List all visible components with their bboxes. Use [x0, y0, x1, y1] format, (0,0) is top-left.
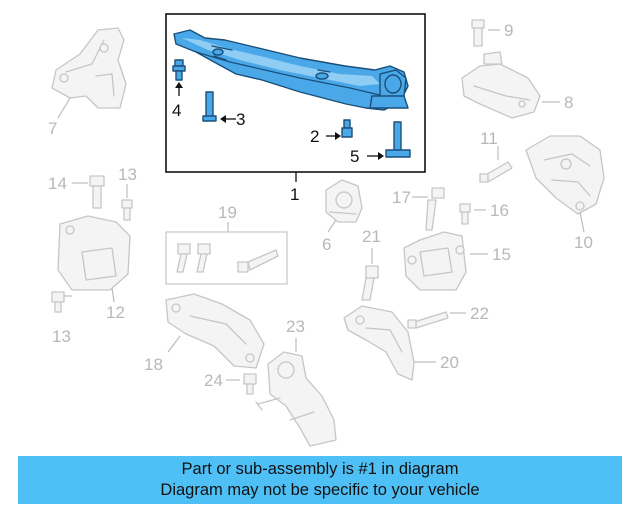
callout-18: 18: [144, 355, 163, 374]
callout-19: 19: [218, 203, 237, 222]
callout-21: 21: [362, 227, 381, 246]
callout-9: 9: [504, 21, 513, 40]
callout-leader-7: [57, 97, 71, 119]
bolt-set-part-19[interactable]: [176, 243, 279, 273]
callout-6: 6: [322, 235, 331, 254]
mount-part-23[interactable]: [255, 351, 337, 447]
callout-8: 8: [564, 93, 573, 112]
callout-arrow-3: [220, 115, 226, 123]
bolt-part-3[interactable]: [202, 91, 217, 122]
callout-12: 12: [106, 303, 125, 322]
callout-13-upper: 13: [118, 165, 137, 184]
callout-arrow-4: [175, 82, 183, 88]
mount-part-12[interactable]: [57, 215, 131, 291]
callout-23: 23: [286, 317, 305, 336]
bracket-part-7[interactable]: [51, 27, 127, 109]
bolt-part-16[interactable]: [459, 203, 471, 225]
bolt-part-13-lower[interactable]: [51, 291, 65, 313]
callout-leader-10: [579, 211, 585, 233]
group-frame-19: [165, 231, 288, 285]
callout-1: 1: [290, 185, 299, 204]
callout-arrow-2: [335, 132, 341, 140]
callout-5: 5: [350, 147, 359, 166]
bolt-part-11[interactable]: [479, 161, 513, 183]
footer-banner: Part or sub-assembly is #1 in diagram Di…: [18, 456, 622, 504]
footer-line-1: Part or sub-assembly is #1 in diagram: [181, 460, 459, 478]
bracket-part-18[interactable]: [165, 293, 265, 369]
callout-16: 16: [490, 201, 509, 220]
callout-15: 15: [492, 245, 511, 264]
footer-line-2: Diagram may not be specific to your vehi…: [160, 481, 480, 499]
mount-part-8[interactable]: [461, 51, 541, 119]
callout-leader-6: [327, 219, 337, 233]
bolt-part-22[interactable]: [407, 311, 449, 329]
callout-20: 20: [440, 353, 459, 372]
callout-24: 24: [204, 371, 223, 390]
bolt-part-9[interactable]: [471, 19, 485, 47]
callout-22: 22: [470, 304, 489, 323]
callout-arrow-5: [378, 152, 384, 160]
callout-3: 3: [236, 110, 245, 129]
bolt-part-24[interactable]: [243, 373, 257, 395]
callout-10: 10: [574, 233, 593, 252]
callout-leader-12: [111, 287, 115, 303]
crossmember-part-1[interactable]: [173, 29, 409, 111]
bolt-part-4[interactable]: [172, 59, 186, 81]
parts-diagram: 1 2 3 4 5 6 7 8 9 10 11 12 13 13 14 15 1…: [48, 13, 605, 447]
bolt-part-17[interactable]: [425, 187, 445, 231]
callout-14: 14: [48, 174, 67, 193]
callout-7: 7: [48, 119, 57, 138]
bolt-part-2[interactable]: [341, 119, 353, 138]
bracket-part-20[interactable]: [343, 305, 415, 381]
callout-2: 2: [310, 127, 319, 146]
callout-13-lower: 13: [52, 327, 71, 346]
mount-part-6[interactable]: [325, 179, 363, 223]
callout-leader-18: [167, 335, 181, 353]
bolt-part-5[interactable]: [385, 121, 411, 158]
callout-11: 11: [480, 129, 498, 148]
mount-part-10[interactable]: [525, 135, 605, 215]
bolt-part-13-upper[interactable]: [121, 199, 133, 221]
callout-17: 17: [392, 188, 411, 207]
mount-part-15[interactable]: [403, 231, 467, 291]
callout-4: 4: [172, 101, 181, 120]
bolt-part-14[interactable]: [89, 175, 105, 209]
bolt-part-21[interactable]: [361, 265, 379, 301]
